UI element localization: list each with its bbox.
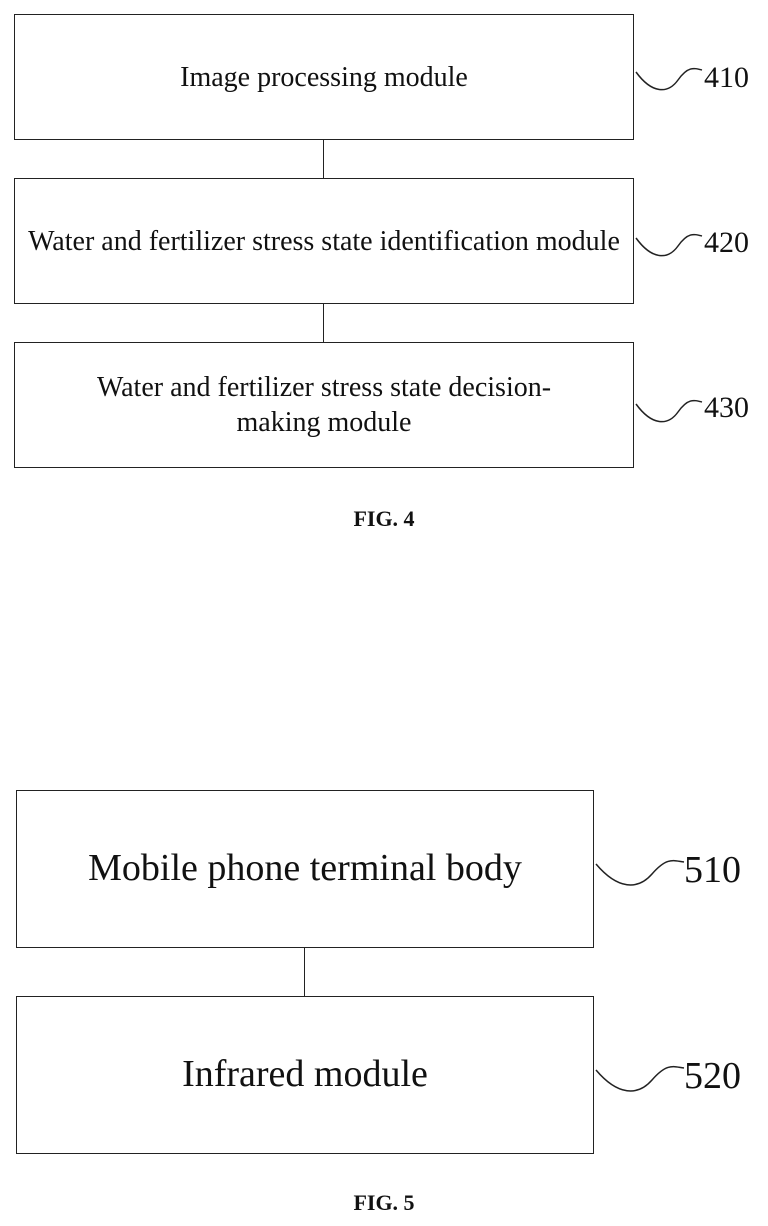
leader-line-410 (635, 67, 703, 91)
image-processing-module-box: Image processing module (14, 14, 634, 140)
box-label: Water and fertilizer stress state decisi… (96, 372, 552, 438)
mobile-phone-terminal-body-box: Mobile phone terminal body (16, 790, 594, 948)
connector-410-420 (323, 140, 324, 178)
connector-510-520 (304, 948, 305, 996)
stress-state-identification-module-box: Water and fertilizer stress state identi… (14, 178, 634, 304)
leader-line-520 (595, 1065, 685, 1092)
box-label: Image processing module (180, 61, 468, 93)
box-label: Water and fertilizer stress state identi… (28, 225, 620, 257)
connector-420-430 (323, 304, 324, 342)
reference-numeral-520: 520 (684, 1055, 741, 1097)
figure-4-caption: FIG. 4 (353, 506, 415, 531)
box-label: Mobile phone terminal body (88, 847, 522, 890)
reference-numeral-410: 410 (704, 61, 749, 94)
box-label: Infrared module (182, 1053, 428, 1096)
reference-numeral-430: 430 (704, 391, 749, 424)
figure-5-caption: FIG. 5 (353, 1190, 415, 1215)
leader-line-510 (595, 859, 685, 886)
leader-line-420 (635, 233, 703, 257)
reference-numeral-510: 510 (684, 849, 741, 891)
leader-line-430 (635, 399, 703, 423)
reference-numeral-420: 420 (704, 226, 749, 259)
stress-state-decision-making-module-box: Water and fertilizer stress state decisi… (14, 342, 634, 468)
infrared-module-box: Infrared module (16, 996, 594, 1154)
